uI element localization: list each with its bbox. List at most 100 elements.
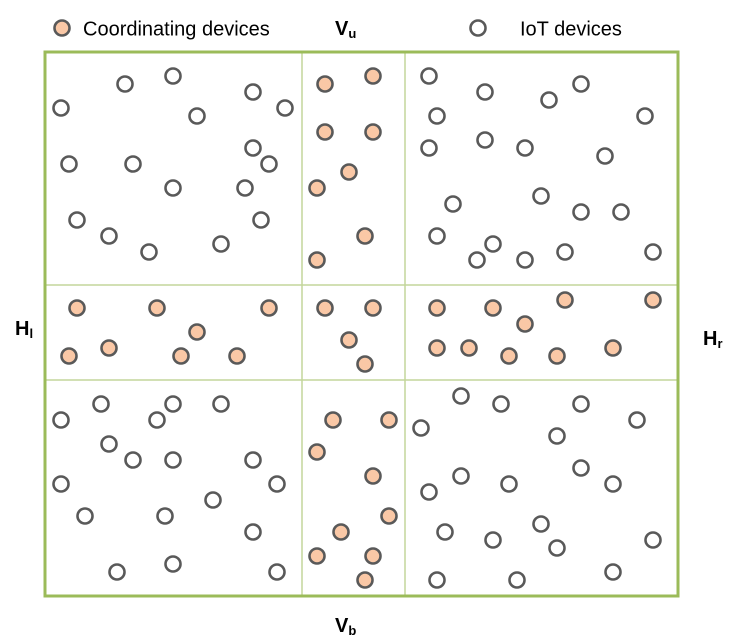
iot-device-node (532, 515, 550, 533)
coordinating-device-node (460, 339, 478, 357)
coordinating-device-node (484, 299, 502, 317)
iot-device-node (252, 211, 270, 229)
coordinating-device-node (364, 67, 382, 85)
coordinating-device-node (148, 299, 166, 317)
iot-device-node (236, 179, 254, 197)
coordinating-device-node (324, 411, 342, 429)
iot-device-node (556, 243, 574, 261)
coordinating-device-node (500, 347, 518, 365)
legend-coordinating-label: Coordinating devices (83, 18, 270, 40)
iot-device-node (604, 475, 622, 493)
iot-device-node (644, 243, 662, 261)
iot-device-node (124, 451, 142, 469)
coordinating-device-node (308, 443, 326, 461)
coordinating-device-node (380, 507, 398, 525)
iot-device-node (188, 107, 206, 125)
device-nodes (52, 67, 662, 589)
iot-device-node (500, 475, 518, 493)
iot-device-node (532, 187, 550, 205)
coordinating-device-node (316, 299, 334, 317)
iot-device-node (164, 395, 182, 413)
iot-device-node (52, 411, 70, 429)
iot-device-node (540, 91, 558, 109)
iot-device-node (76, 507, 94, 525)
coordinating-device-node (308, 251, 326, 269)
coordinating-device-node (364, 467, 382, 485)
coordinating-device-node (556, 291, 574, 309)
iot-device-node (60, 155, 78, 173)
iot-device-node (516, 251, 534, 269)
iot-device-node (548, 427, 566, 445)
iot-device-node (52, 475, 70, 493)
iot-device-node (268, 475, 286, 493)
iot-device-node (572, 395, 590, 413)
iot-device-node (244, 83, 262, 101)
iot-device-node (108, 563, 126, 581)
coordinating-device-node (260, 299, 278, 317)
coordinating-device-node (356, 571, 374, 589)
coordinating-device-node (228, 347, 246, 365)
iot-device-node (148, 411, 166, 429)
iot-device-node (100, 435, 118, 453)
iot-device-node (452, 387, 470, 405)
iot-device-node (428, 571, 446, 589)
coordinating-device-node (428, 339, 446, 357)
iot-device-node (428, 107, 446, 125)
iot-device-node (164, 179, 182, 197)
label-v-bottom: Vb (335, 615, 356, 638)
iot-device-node (244, 451, 262, 469)
label-h-left: Hl (15, 318, 33, 341)
iot-device-node (164, 451, 182, 469)
coordinating-device-node (428, 299, 446, 317)
coordinating-device-node (308, 179, 326, 197)
coordinating-device-node (516, 315, 534, 333)
coordinating-device-node (308, 547, 326, 565)
coordinating-device-node (60, 347, 78, 365)
iot-device-node (156, 507, 174, 525)
iot-device-node (68, 211, 86, 229)
iot-device-node (244, 139, 262, 157)
iot-device-node (484, 235, 502, 253)
legend-iot-label: IoT devices (520, 18, 622, 40)
iot-device-node (596, 147, 614, 165)
iot-device-node (276, 99, 294, 117)
iot-device-node (476, 83, 494, 101)
coordinating-device-node (364, 299, 382, 317)
iot-device-node (636, 107, 654, 125)
iot-device-node (572, 75, 590, 93)
iot-device-node (116, 75, 134, 93)
coordinating-device-node (340, 163, 358, 181)
iot-device-node (516, 139, 534, 157)
iot-device-node (164, 67, 182, 85)
iot-device-node (140, 243, 158, 261)
coordinating-device-node (364, 123, 382, 141)
coordinating-device-node (100, 339, 118, 357)
iot-device-node (100, 227, 118, 245)
iot-device-node (548, 539, 566, 557)
iot-device-node (436, 523, 454, 541)
coordinating-device-node (172, 347, 190, 365)
label-h-right: Hr (703, 328, 723, 351)
legend-coordinating-icon (53, 19, 71, 37)
iot-device-node (212, 235, 230, 253)
iot-device-node (428, 227, 446, 245)
iot-device-node (244, 523, 262, 541)
iot-device-node (604, 563, 622, 581)
iot-device-node (92, 395, 110, 413)
iot-device-node (484, 531, 502, 549)
iot-device-node (268, 563, 286, 581)
iot-device-node (628, 411, 646, 429)
coordinating-device-node (644, 291, 662, 309)
iot-device-node (260, 155, 278, 173)
iot-device-node (572, 459, 590, 477)
coordinating-device-node (332, 523, 350, 541)
coordinating-device-node (188, 323, 206, 341)
area-border (43, 50, 680, 598)
coordinating-device-node (356, 355, 374, 373)
coordinating-device-node (548, 347, 566, 365)
iot-device-node (444, 195, 462, 213)
iot-device-node (612, 203, 630, 221)
iot-device-node (412, 419, 430, 437)
coordinating-device-node (316, 75, 334, 93)
